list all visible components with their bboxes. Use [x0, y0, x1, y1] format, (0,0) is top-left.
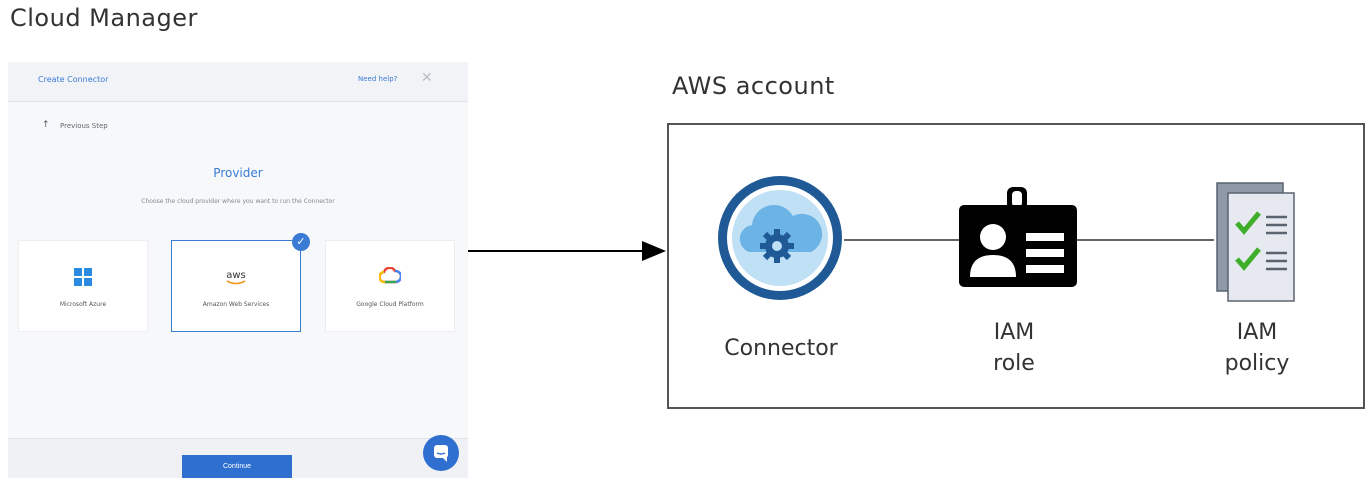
iam-role-label-line2: role	[993, 351, 1035, 376]
connector-label: Connector	[724, 336, 838, 361]
wizard-header: Create Connector Need help? ✕	[8, 62, 468, 102]
aws-logo-icon: aws	[226, 270, 246, 285]
iam-role-label: IAM role	[954, 317, 1074, 379]
previous-step-link[interactable]: Previous Step	[60, 122, 108, 130]
iam-policy-label: IAM policy	[1197, 317, 1317, 379]
provider-card-gcp[interactable]: Google Cloud Platform	[325, 240, 455, 332]
iam-role-label-line1: IAM	[993, 320, 1035, 345]
flow-arrow	[468, 241, 666, 261]
wizard-title: Create Connector	[38, 75, 109, 84]
aws-diagram	[718, 176, 1295, 302]
close-icon[interactable]: ✕	[421, 70, 433, 86]
chat-bubble-icon	[434, 445, 448, 462]
aws-account-box: Connector IAM role IAM policy	[667, 123, 1365, 409]
azure-windows-icon	[74, 268, 92, 286]
selected-check-icon: ✓	[292, 233, 310, 251]
aws-account-label: AWS account	[672, 72, 835, 100]
gcp-logo-icon	[379, 267, 401, 284]
iam-policy-label-line2: policy	[1224, 351, 1290, 376]
wizard-footer: Continue	[8, 438, 468, 478]
provider-card-aws[interactable]: aws Amazon Web Services ✓	[171, 233, 310, 332]
continue-button[interactable]: Continue	[182, 455, 292, 478]
help-link[interactable]: Need help?	[358, 75, 398, 83]
iam-policy-label-line1: IAM	[1236, 320, 1278, 345]
provider-label: Google Cloud Platform	[356, 301, 424, 308]
arrow-up-icon[interactable]: ↑	[42, 120, 50, 130]
svg-text:aws: aws	[226, 270, 246, 281]
provider-subtitle: Choose the cloud provider where you want…	[141, 198, 335, 205]
id-badge-icon	[959, 187, 1077, 287]
provider-label: Microsoft Azure	[59, 301, 107, 308]
page-title: Cloud Manager	[10, 4, 198, 32]
provider-label: Amazon Web Services	[202, 301, 270, 308]
create-connector-wizard: Create Connector Need help? ✕ ↑ Previous…	[8, 62, 468, 478]
connector-cloud-gear-icon	[718, 176, 842, 300]
checklist-document-icon	[1216, 182, 1295, 302]
provider-card-azure[interactable]: Microsoft Azure	[18, 240, 148, 332]
chat-icon[interactable]	[423, 435, 459, 471]
provider-heading: Provider	[213, 166, 263, 180]
